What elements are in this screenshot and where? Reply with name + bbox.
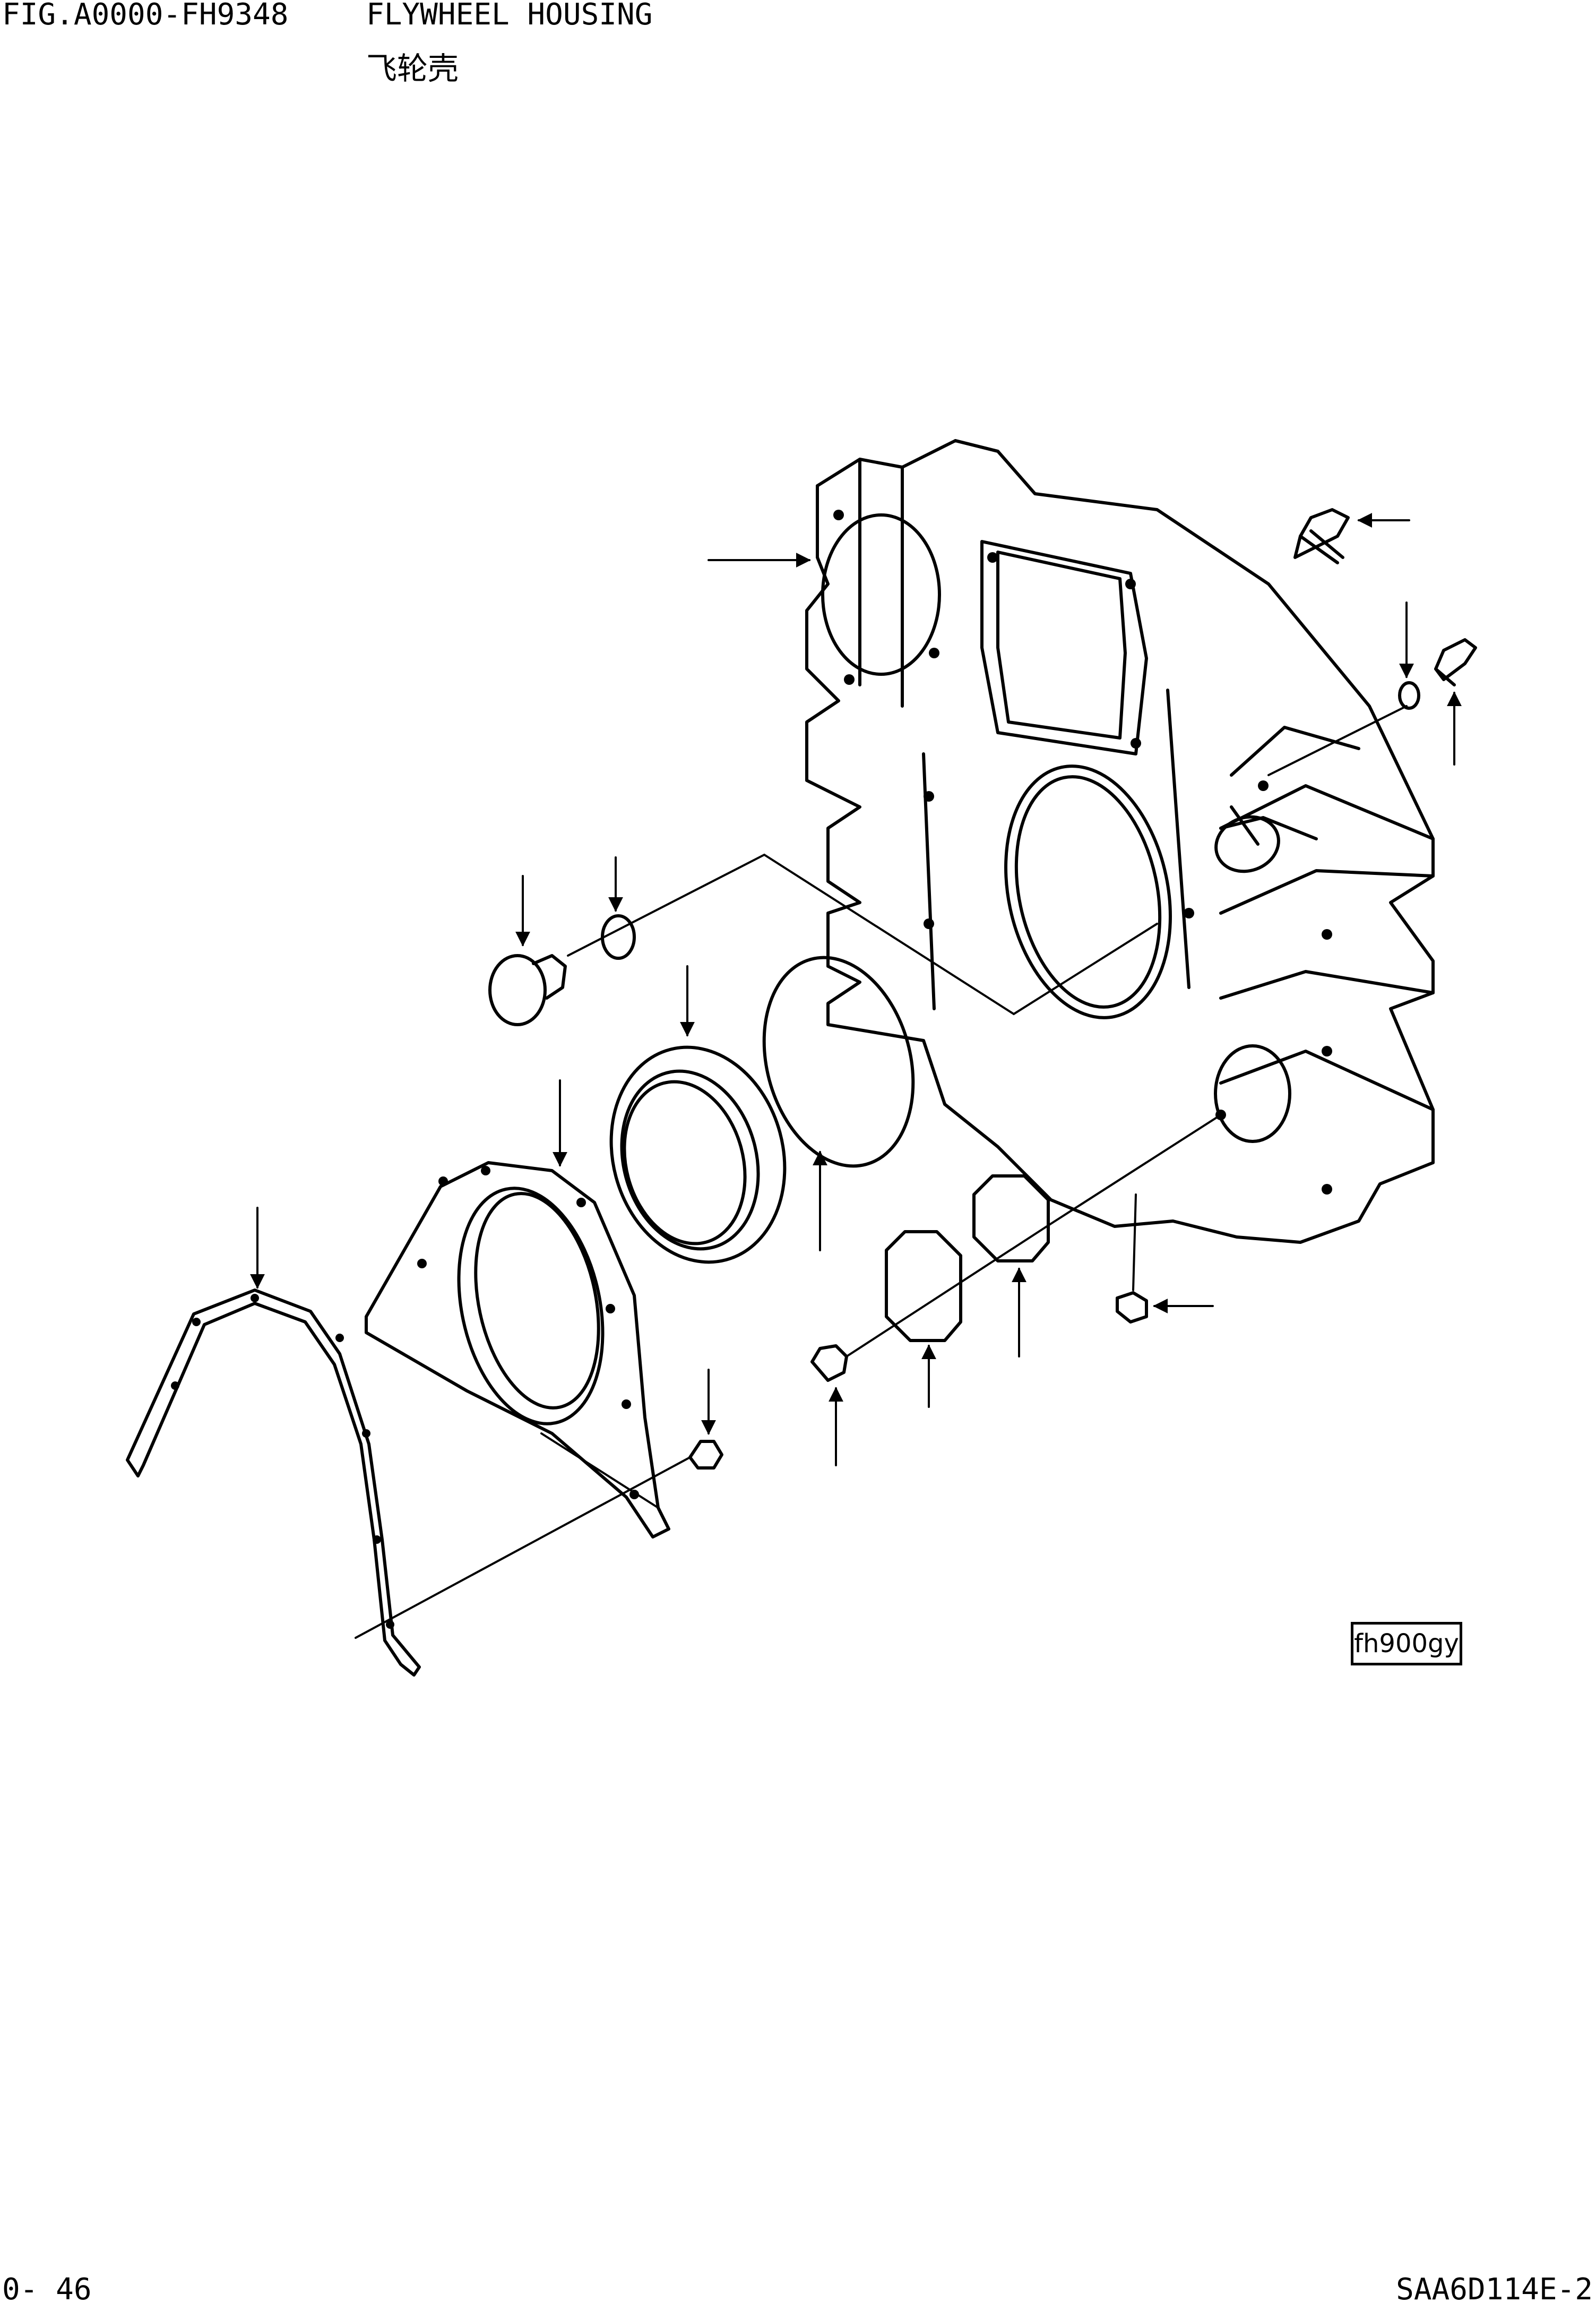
- figure-title-chinese: 飞轮壳: [366, 50, 459, 87]
- mounting-bolt: [1293, 508, 1350, 564]
- carrier-bolt: [688, 1440, 723, 1470]
- plug-cap: [488, 954, 567, 1026]
- seal-carrier-gasket: [126, 1288, 421, 1677]
- cover-bolt: [810, 1344, 848, 1382]
- o-ring-small: [1398, 681, 1420, 710]
- page-number: 0- 46: [2, 2272, 92, 2307]
- cover-plate-upper: [972, 1174, 1050, 1262]
- model-code: SAA6D114E-2: [1396, 2272, 1593, 2307]
- plug-bolt: [1434, 638, 1477, 686]
- drain-plug: [1116, 1291, 1148, 1324]
- seal-o-ring: [762, 956, 915, 1168]
- seal-carrier: [365, 1161, 670, 1539]
- plug-o-ring: [601, 914, 636, 960]
- drawing-reference-code: fh900gy: [1351, 1622, 1462, 1665]
- flywheel-housing: [805, 439, 1435, 1244]
- figure-title: FLYWHEEL HOUSING: [366, 0, 653, 32]
- leader-arrows: [250, 513, 1462, 1466]
- rear-oil-seal: [609, 1045, 787, 1264]
- alignment-lines: [355, 705, 1408, 1639]
- figure-number: FIG.A0000-FH9348: [2, 0, 289, 32]
